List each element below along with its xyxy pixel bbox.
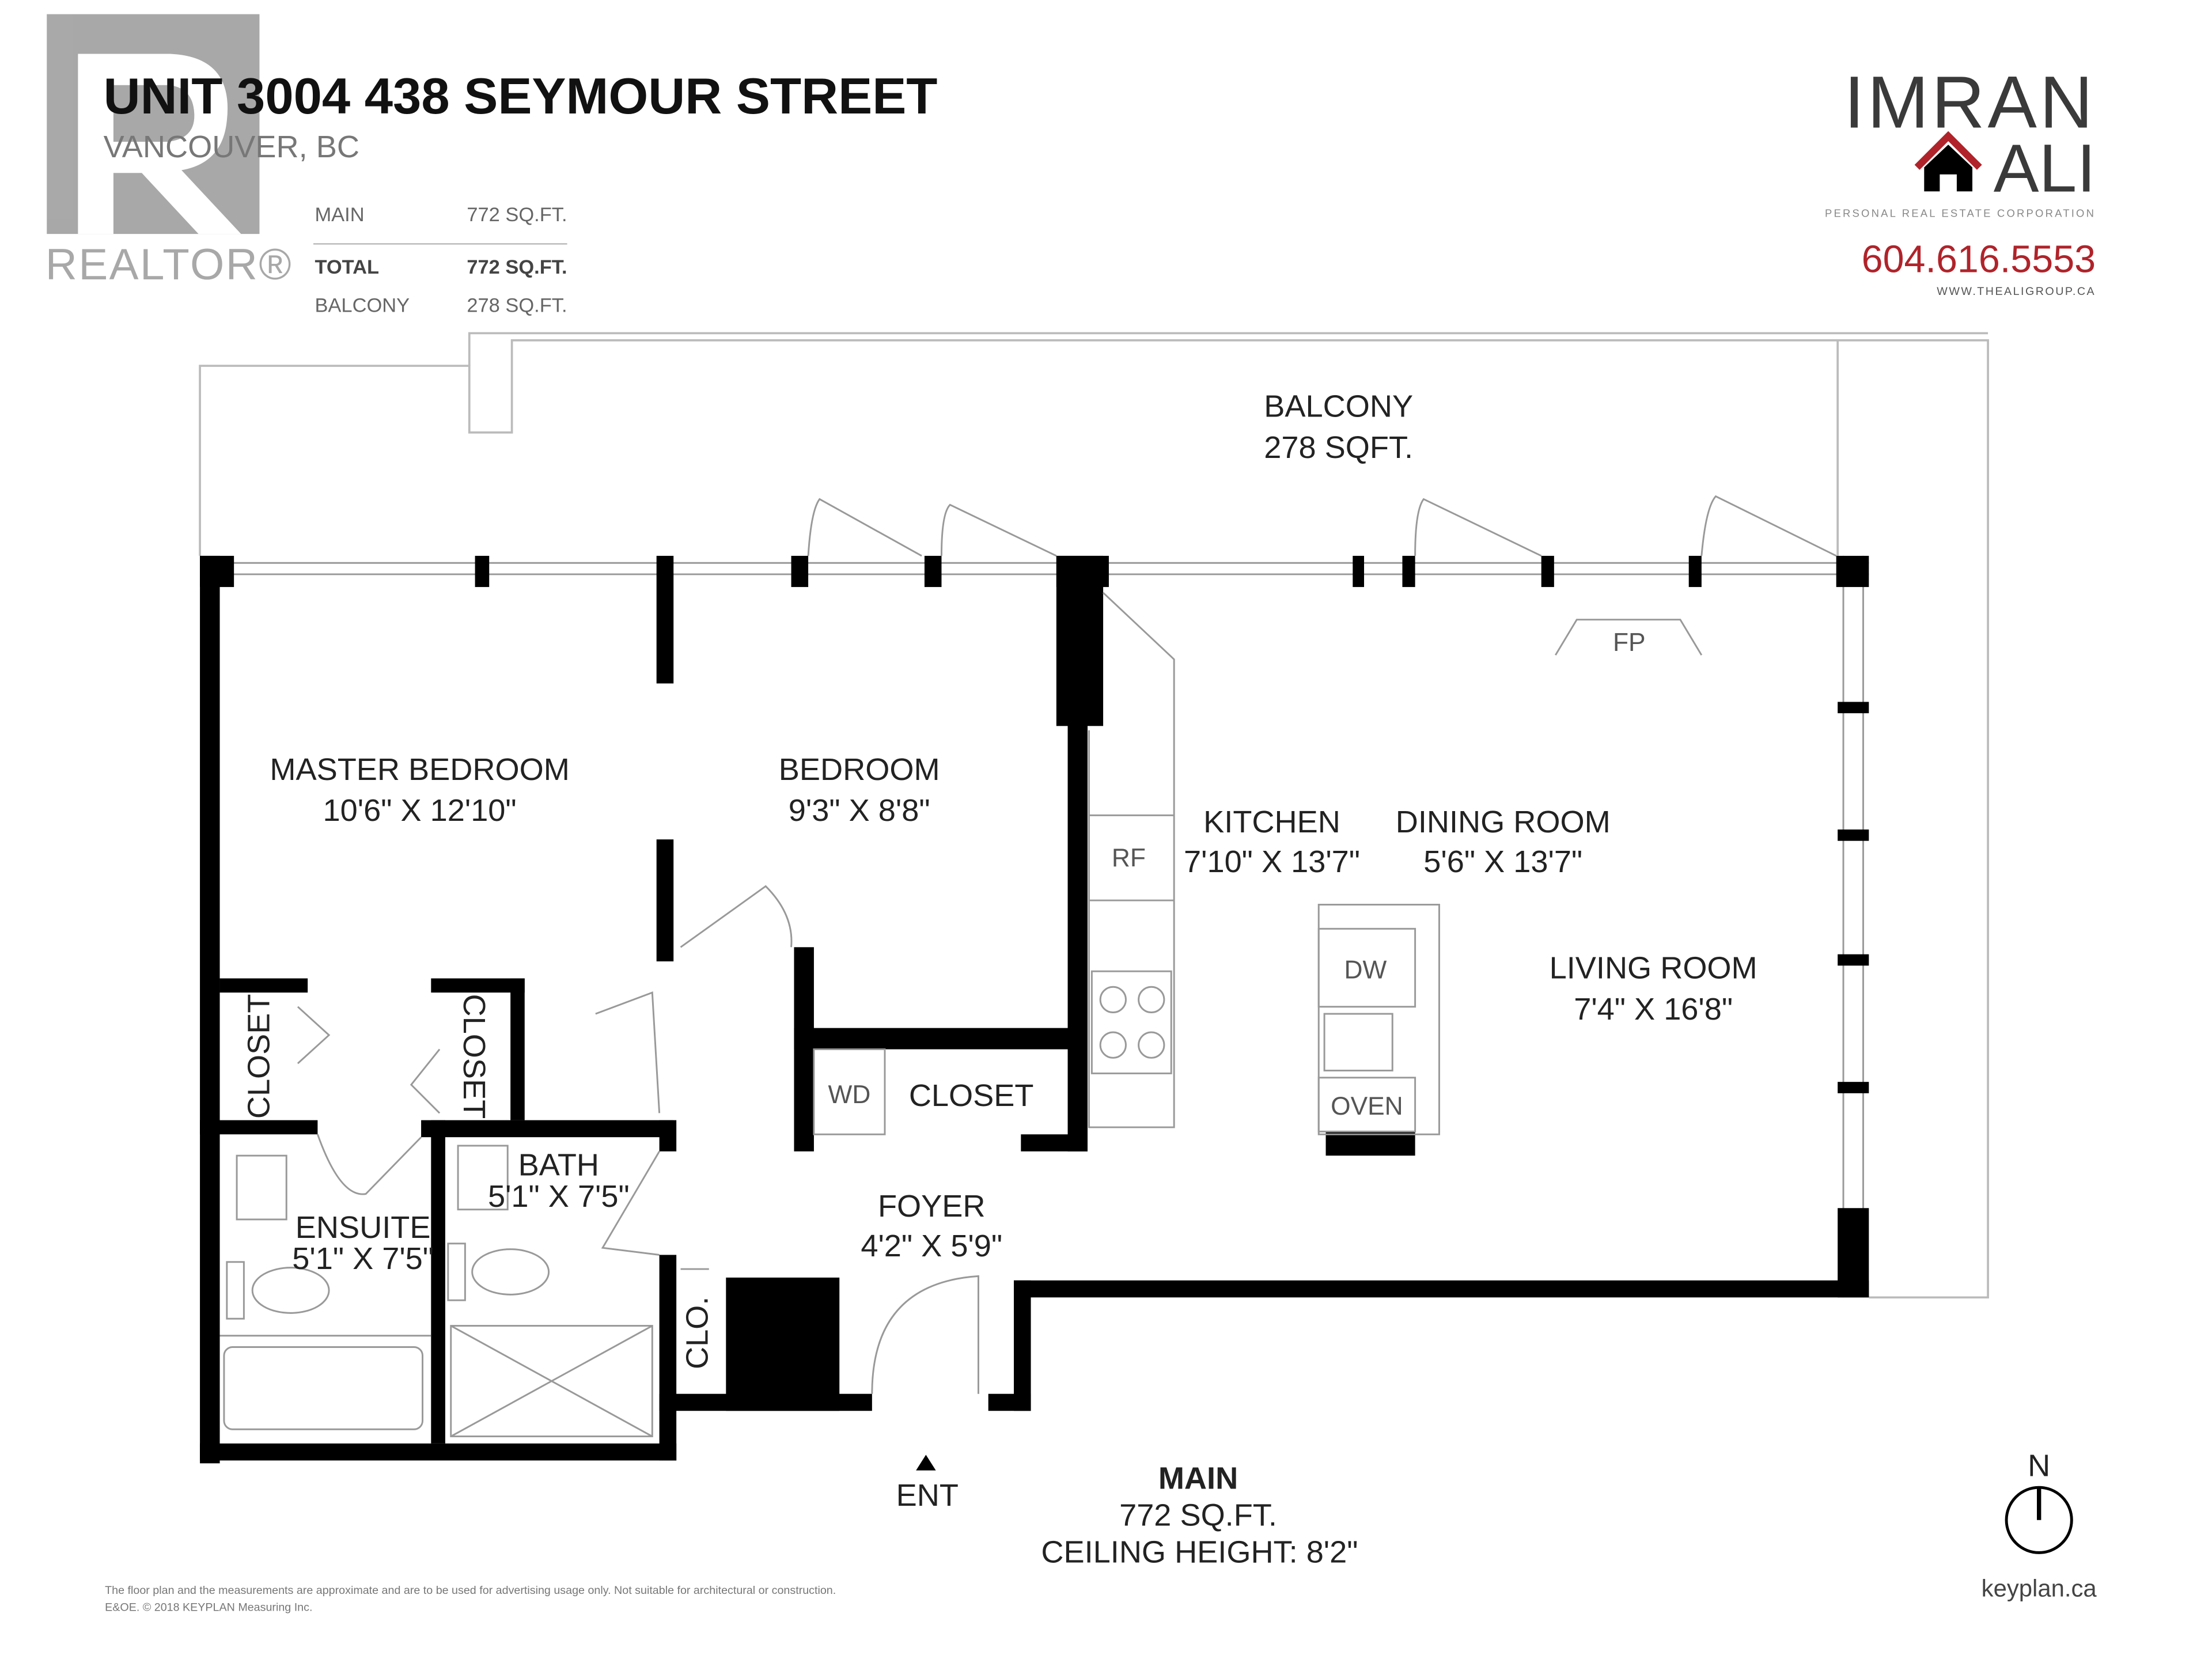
walls: [200, 555, 1869, 1464]
dishwasher-label: DW: [1344, 956, 1387, 984]
fireplace-label: FP: [1613, 628, 1646, 657]
room-name-living-room: LIVING ROOM: [1550, 950, 1758, 985]
agent-website: WWW.THEALIGROUP.CA: [1937, 285, 2096, 298]
room-name-kitchen: KITCHEN: [1203, 805, 1340, 839]
page-subtitle: VANCOUVER, BC: [104, 130, 359, 164]
room-size-bath: 5'1" X 7'5": [488, 1179, 630, 1214]
area-label-main: MAIN: [315, 204, 364, 226]
agent-tagline: PERSONAL REAL ESTATE CORPORATION: [1825, 207, 2096, 219]
entrance-label: ENT: [896, 1478, 959, 1513]
room-size-living-room: 7'4" X 16'8": [1574, 992, 1733, 1027]
realtor-logo: REALTOR®: [46, 14, 293, 289]
balcony-outline: [199, 332, 1989, 1299]
room-name-ensuite: ENSUITE: [296, 1210, 431, 1245]
closet-label-foyer: CLO.: [680, 1297, 714, 1369]
compass-north-label: N: [2028, 1448, 2050, 1483]
room-name-bedroom: BEDROOM: [779, 752, 940, 787]
keyplan-brand: keyplan.ca: [1982, 1575, 2097, 1602]
room-size-bedroom: 9'3" X 8'8": [789, 793, 930, 828]
area-value-main: 772 SQ.FT.: [467, 204, 567, 226]
room-name-dining-room: DINING ROOM: [1396, 805, 1611, 839]
summary-ceiling: CEILING HEIGHT: 8'2": [1041, 1535, 1358, 1570]
room-size-master-bedroom: 10'6" X 12'10": [323, 793, 517, 828]
disclaimer-line-1: The floor plan and the measurements are …: [105, 1584, 836, 1597]
agent-phone: 604.616.5553: [1862, 238, 2096, 281]
room-name-foyer: FOYER: [878, 1189, 986, 1224]
compass: N: [2005, 1448, 2073, 1554]
area-value-balcony: 278 SQ.FT.: [467, 295, 567, 317]
windows: [200, 555, 1869, 1298]
agent-logo-line2: ALI: [1994, 130, 2096, 206]
agent-logo: IMRAN ALI PERSONAL REAL ESTATE CORPORATI…: [1825, 62, 2096, 298]
room-name-bath: BATH: [518, 1148, 599, 1183]
fixtures: [219, 592, 1703, 1438]
closet-label-bedroom: CLOSET: [909, 1078, 1034, 1113]
summary-area: 772 SQ.FT.: [1119, 1498, 1277, 1533]
house-icon: [1914, 131, 1982, 170]
washer-dryer-label: WD: [828, 1081, 871, 1109]
page-title: UNIT 3004 438 SEYMOUR STREET: [104, 67, 938, 124]
disclaimer-line-2: E&OE. © 2018 KEYPLAN Measuring Inc.: [105, 1601, 312, 1613]
fridge-label: RF: [1112, 844, 1146, 872]
closet-label-master-left: CLOSET: [242, 994, 276, 1119]
balcony-area: 278 SQFT.: [1264, 430, 1413, 465]
balcony-label: BALCONY: [1264, 389, 1413, 424]
entrance-arrow-icon: [916, 1455, 936, 1471]
area-value-total: 772 SQ.FT.: [467, 256, 567, 278]
agent-logo-line1: IMRAN: [1844, 62, 2096, 144]
room-size-ensuite: 5'1" X 7'5": [292, 1241, 434, 1276]
area-label-balcony: BALCONY: [315, 295, 410, 317]
oven-label: OVEN: [1331, 1092, 1403, 1120]
room-size-dining-room: 5'6" X 13'7": [1423, 844, 1582, 879]
room-size-foyer: 4'2" X 5'9": [861, 1229, 1002, 1263]
realtor-logo-text: REALTOR®: [46, 240, 293, 289]
closet-label-master-right: CLOSET: [457, 994, 491, 1119]
balcony-doors: [807, 495, 1837, 557]
area-label-total: TOTAL: [315, 256, 379, 278]
room-name-master-bedroom: MASTER BEDROOM: [270, 752, 569, 787]
area-table: MAIN 772 SQ.FT. TOTAL 772 SQ.FT. BALCONY…: [313, 204, 567, 317]
room-size-kitchen: 7'10" X 13'7": [1184, 844, 1360, 879]
summary-level: MAIN: [1158, 1461, 1238, 1496]
